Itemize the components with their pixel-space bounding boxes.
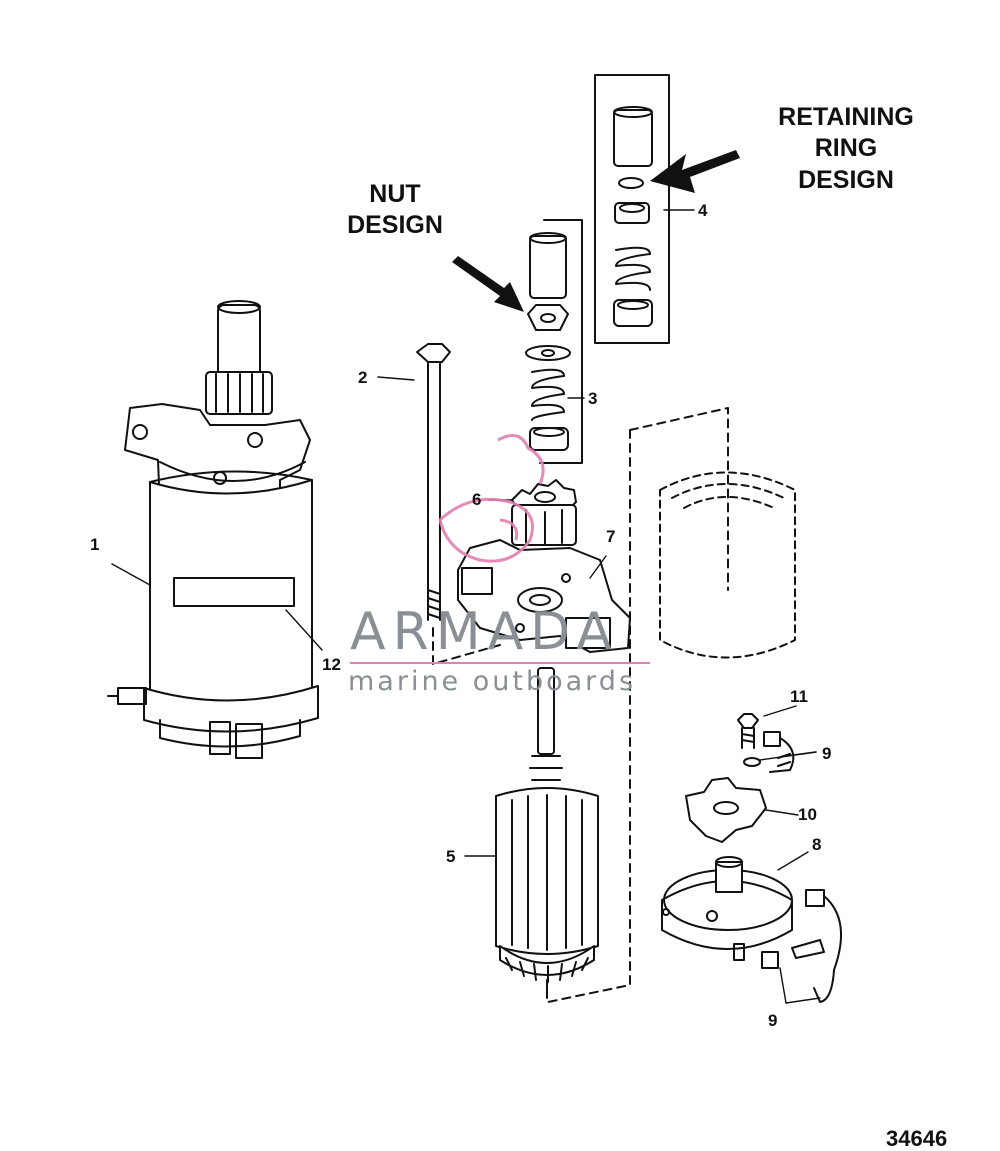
callout-8: 8 <box>812 835 822 854</box>
screw <box>737 713 759 749</box>
starter-motor-assembly <box>107 300 319 759</box>
nut-design-heading: NUT DESIGN <box>347 180 443 240</box>
drive-stack-retaining-ring-design <box>613 106 653 327</box>
arrow-to-retaining-ring <box>650 150 740 193</box>
drive-stack-nut-design <box>525 232 571 451</box>
callout-9-lower: 9 <box>768 1011 778 1030</box>
retaining-ring-design-heading: RETAINING RING DESIGN <box>778 103 914 194</box>
callout-2: 2 <box>358 368 368 387</box>
callout-4: 4 <box>698 201 708 220</box>
figure-number: 34646 <box>886 1126 948 1151</box>
callout-5: 5 <box>446 847 456 866</box>
pinion-gear <box>511 479 577 546</box>
callout-11: 11 <box>790 687 808 706</box>
through-bolt <box>416 343 451 621</box>
armature <box>495 667 599 999</box>
brush-upper <box>743 731 795 773</box>
nut-design-bracket <box>539 219 583 464</box>
commutator-end-cap <box>661 856 793 961</box>
callout-3: 3 <box>588 389 598 408</box>
watermark-tagline: marine outboards <box>348 666 637 697</box>
watermark-logo-icon <box>438 434 545 563</box>
retaining-ring-design-box <box>594 74 670 344</box>
leader-lines <box>111 209 821 1004</box>
watermark-brand: ARMADA <box>350 602 619 662</box>
callout-7: 7 <box>606 527 616 546</box>
alignment-dashed-line <box>432 407 729 1003</box>
brush-holder <box>685 777 767 843</box>
brush-lower <box>761 889 843 1003</box>
arrow-to-nut <box>452 256 524 312</box>
callout-6: 6 <box>472 490 482 509</box>
callout-10: 10 <box>798 805 817 824</box>
callout-1: 1 <box>90 535 100 554</box>
callout-9-upper: 9 <box>822 744 832 763</box>
watermark-divider <box>350 662 650 664</box>
drive-end-cap <box>457 539 631 653</box>
callout-12: 12 <box>322 655 341 674</box>
